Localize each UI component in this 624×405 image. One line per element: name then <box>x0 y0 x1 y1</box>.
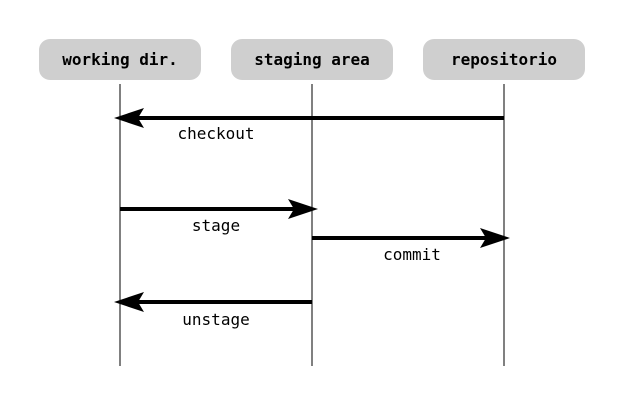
stage-arrow <box>120 199 318 219</box>
arrowhead-left-icon <box>114 292 144 312</box>
unstage-arrow <box>114 292 312 312</box>
checkout-label: checkout <box>177 124 254 143</box>
lane-header-staging-area: staging area <box>231 39 393 80</box>
lane-header-repository: repositorio <box>423 39 585 80</box>
commit-arrow <box>312 228 510 248</box>
arrowhead-right-icon <box>480 228 510 248</box>
stage-label: stage <box>192 216 240 235</box>
commit-label: commit <box>383 245 441 264</box>
checkout-arrow <box>114 108 504 128</box>
arrowhead-right-icon <box>288 199 318 219</box>
lane-header-working-dir: working dir. <box>39 39 201 80</box>
unstage-label: unstage <box>182 310 249 329</box>
arrowhead-left-icon <box>114 108 144 128</box>
